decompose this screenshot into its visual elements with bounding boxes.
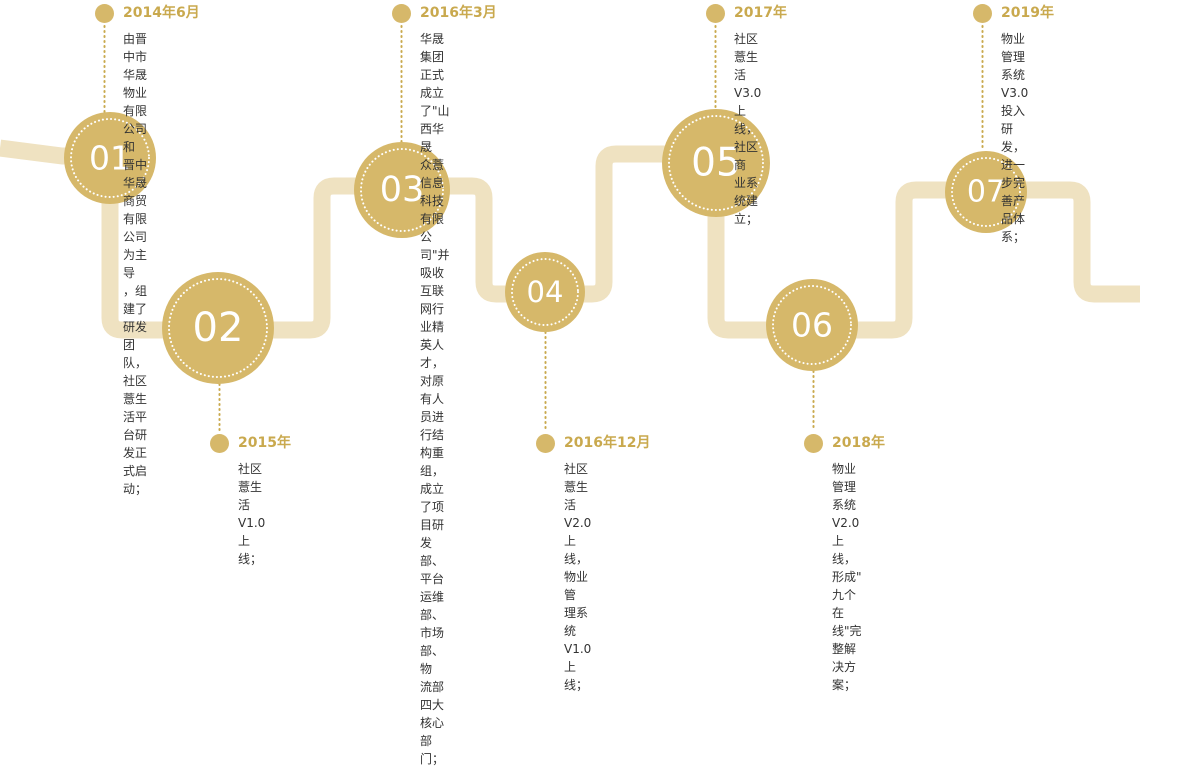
milestone-dotted-ring bbox=[70, 118, 150, 198]
event-date: 2014年6月 bbox=[123, 5, 200, 21]
event-description: 社区薏生活V2.0上线，物业管 理系统V1.0上线； bbox=[564, 462, 592, 692]
timeline-path bbox=[0, 139, 1140, 339]
milestone-circle bbox=[64, 112, 156, 204]
milestone-number: 07 bbox=[967, 175, 1005, 210]
milestone-number: 01 bbox=[89, 139, 131, 178]
event-date: 2018年 bbox=[832, 435, 885, 451]
event-dot bbox=[536, 434, 555, 453]
event-description: 华晟集团正式成立了"山西华晟 众薏信息科技有限公司"并吸收 互联网行业精英人才，… bbox=[420, 32, 450, 766]
milestone-circle bbox=[162, 272, 274, 384]
milestone-marker-04: 04 bbox=[505, 252, 585, 332]
milestone-number: 04 bbox=[527, 275, 564, 309]
milestone-marker-01: 01 bbox=[64, 112, 156, 204]
event-description: 由晋中市华晟物业有限公司和 晋中华晟商贸有限公司为主导 ，组建了研发团队，社区薏… bbox=[123, 32, 148, 496]
event-description: 物业管理系统V3.0投入研发， 进一步完善产品体系； bbox=[1001, 32, 1029, 244]
event-dot bbox=[210, 434, 229, 453]
milestone-dotted-ring bbox=[168, 278, 268, 378]
milestone-number: 03 bbox=[380, 170, 425, 210]
event-dot bbox=[973, 4, 992, 23]
milestone-dotted-ring bbox=[951, 157, 1021, 227]
event-dot bbox=[804, 434, 823, 453]
timeline-diagram: 01 02 03 04 05 06 07 bbox=[0, 25, 1140, 431]
milestone-number: 02 bbox=[193, 305, 244, 351]
event-dot bbox=[392, 4, 411, 23]
milestone-circle bbox=[354, 142, 450, 238]
milestone-dotted-ring bbox=[360, 148, 444, 232]
milestone-marker-07: 07 bbox=[945, 151, 1027, 233]
event-description: 物业管理系统V2.0上线，形成" 九个在线"完整解决方案； bbox=[832, 462, 862, 692]
milestone-circle bbox=[505, 252, 585, 332]
milestone-number: 05 bbox=[691, 141, 741, 186]
milestone-circle bbox=[945, 151, 1027, 233]
milestone-marker-03: 03 bbox=[354, 142, 450, 238]
event-description: 社区薏生活V1.0上线； bbox=[238, 462, 266, 566]
milestone-marker-02: 02 bbox=[162, 272, 274, 384]
event-date: 2016年3月 bbox=[420, 5, 497, 21]
milestone-dotted-ring bbox=[511, 258, 579, 326]
milestone-dotted-ring bbox=[668, 115, 764, 211]
event-dot bbox=[706, 4, 725, 23]
milestone-marker-06: 06 bbox=[766, 279, 858, 371]
milestone-number: 06 bbox=[791, 306, 833, 345]
milestone-circle bbox=[662, 109, 770, 217]
event-date: 2015年 bbox=[238, 435, 291, 451]
event-dot bbox=[95, 4, 114, 23]
event-date: 2016年12月 bbox=[564, 435, 651, 451]
event-date: 2019年 bbox=[1001, 5, 1054, 21]
event-date: 2017年 bbox=[734, 5, 787, 21]
event-description: 社区薏生活V3.0上线，社区商 业系统建立； bbox=[734, 32, 762, 226]
milestone-marker-05: 05 bbox=[662, 109, 770, 217]
milestone-dotted-ring bbox=[772, 285, 852, 365]
milestone-circle bbox=[766, 279, 858, 371]
